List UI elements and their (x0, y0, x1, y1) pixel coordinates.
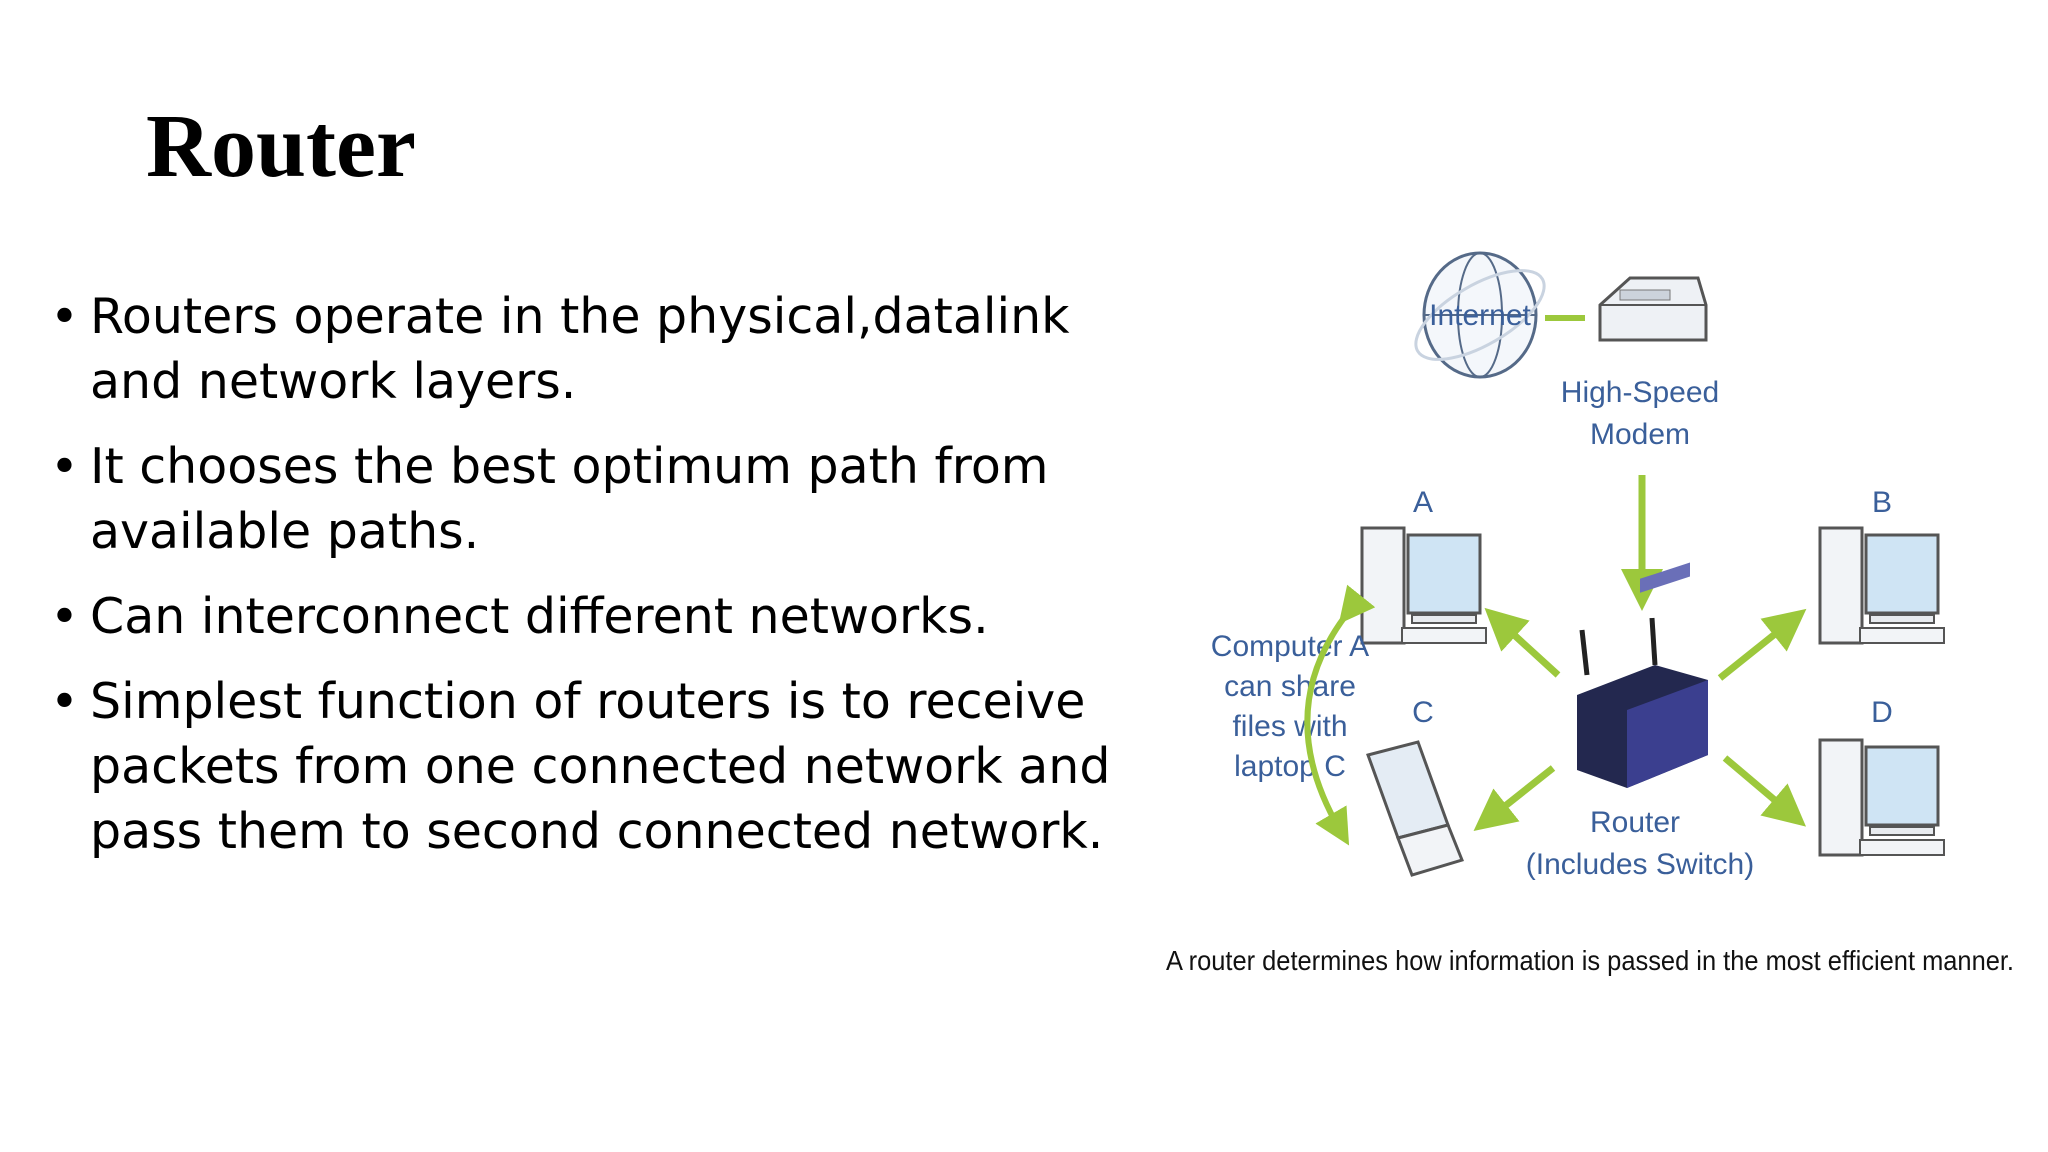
router-to-a-arrow (1484, 607, 1561, 678)
internet-globe-icon (1414, 251, 1546, 379)
router-network-diagram: Internet High-Speed Modem A B C D (1166, 251, 2014, 976)
modem-icon (1598, 276, 1708, 342)
modem-label-line1: High-Speed (1561, 376, 1719, 409)
router-label-line2: (Includes Switch) (1526, 848, 1754, 881)
computer-a-icon (1360, 526, 1487, 645)
share-note-line1: Computer A (1211, 630, 1369, 663)
bullet-icon: • (50, 588, 79, 645)
laptop-c-icon (1366, 740, 1465, 877)
share-note-line4: laptop C (1234, 750, 1346, 783)
bullet-item: •Routers operate in the physical,datalin… (48, 284, 1138, 414)
router-label-line1: Router (1590, 806, 1680, 839)
computer-b-label: B (1872, 486, 1892, 519)
bullet-item: •Simplest function of routers is to rece… (48, 669, 1138, 864)
bullet-icon: • (50, 438, 79, 495)
internet-label: Internet (1429, 299, 1531, 332)
bullet-text: It chooses the best optimum path from av… (90, 438, 1049, 560)
router-to-b-arrow (1717, 608, 1807, 681)
router-icon (1577, 562, 1708, 788)
bullet-text: Simplest function of routers is to recei… (90, 673, 1111, 860)
router-to-d-arrow (1722, 755, 1807, 827)
bullet-list: •Routers operate in the physical,datalin… (48, 284, 1138, 884)
laptop-c-label: C (1412, 696, 1434, 729)
router-to-c-arrow (1473, 765, 1556, 832)
share-arrow (1304, 584, 1376, 846)
modem-label-line2: Modem (1590, 418, 1690, 451)
bullet-icon: • (50, 673, 79, 730)
bullet-text: Routers operate in the physical,datalink… (90, 288, 1070, 410)
bullet-icon: • (50, 288, 79, 345)
bullet-item: •Can interconnect different networks. (48, 584, 1138, 649)
share-note-line2: can share (1224, 670, 1356, 703)
share-note-line3: files with (1232, 710, 1347, 743)
bullet-item: •It chooses the best optimum path from a… (48, 434, 1138, 564)
computer-d-label: D (1871, 696, 1893, 729)
computer-a-label: A (1413, 486, 1433, 519)
bullet-text: Can interconnect different networks. (90, 588, 989, 645)
slide-title: Router (146, 97, 416, 196)
diagram-caption: A router determines how information is p… (1166, 945, 2014, 976)
computer-d-icon (1818, 738, 1945, 857)
computer-b-icon (1818, 526, 1945, 645)
